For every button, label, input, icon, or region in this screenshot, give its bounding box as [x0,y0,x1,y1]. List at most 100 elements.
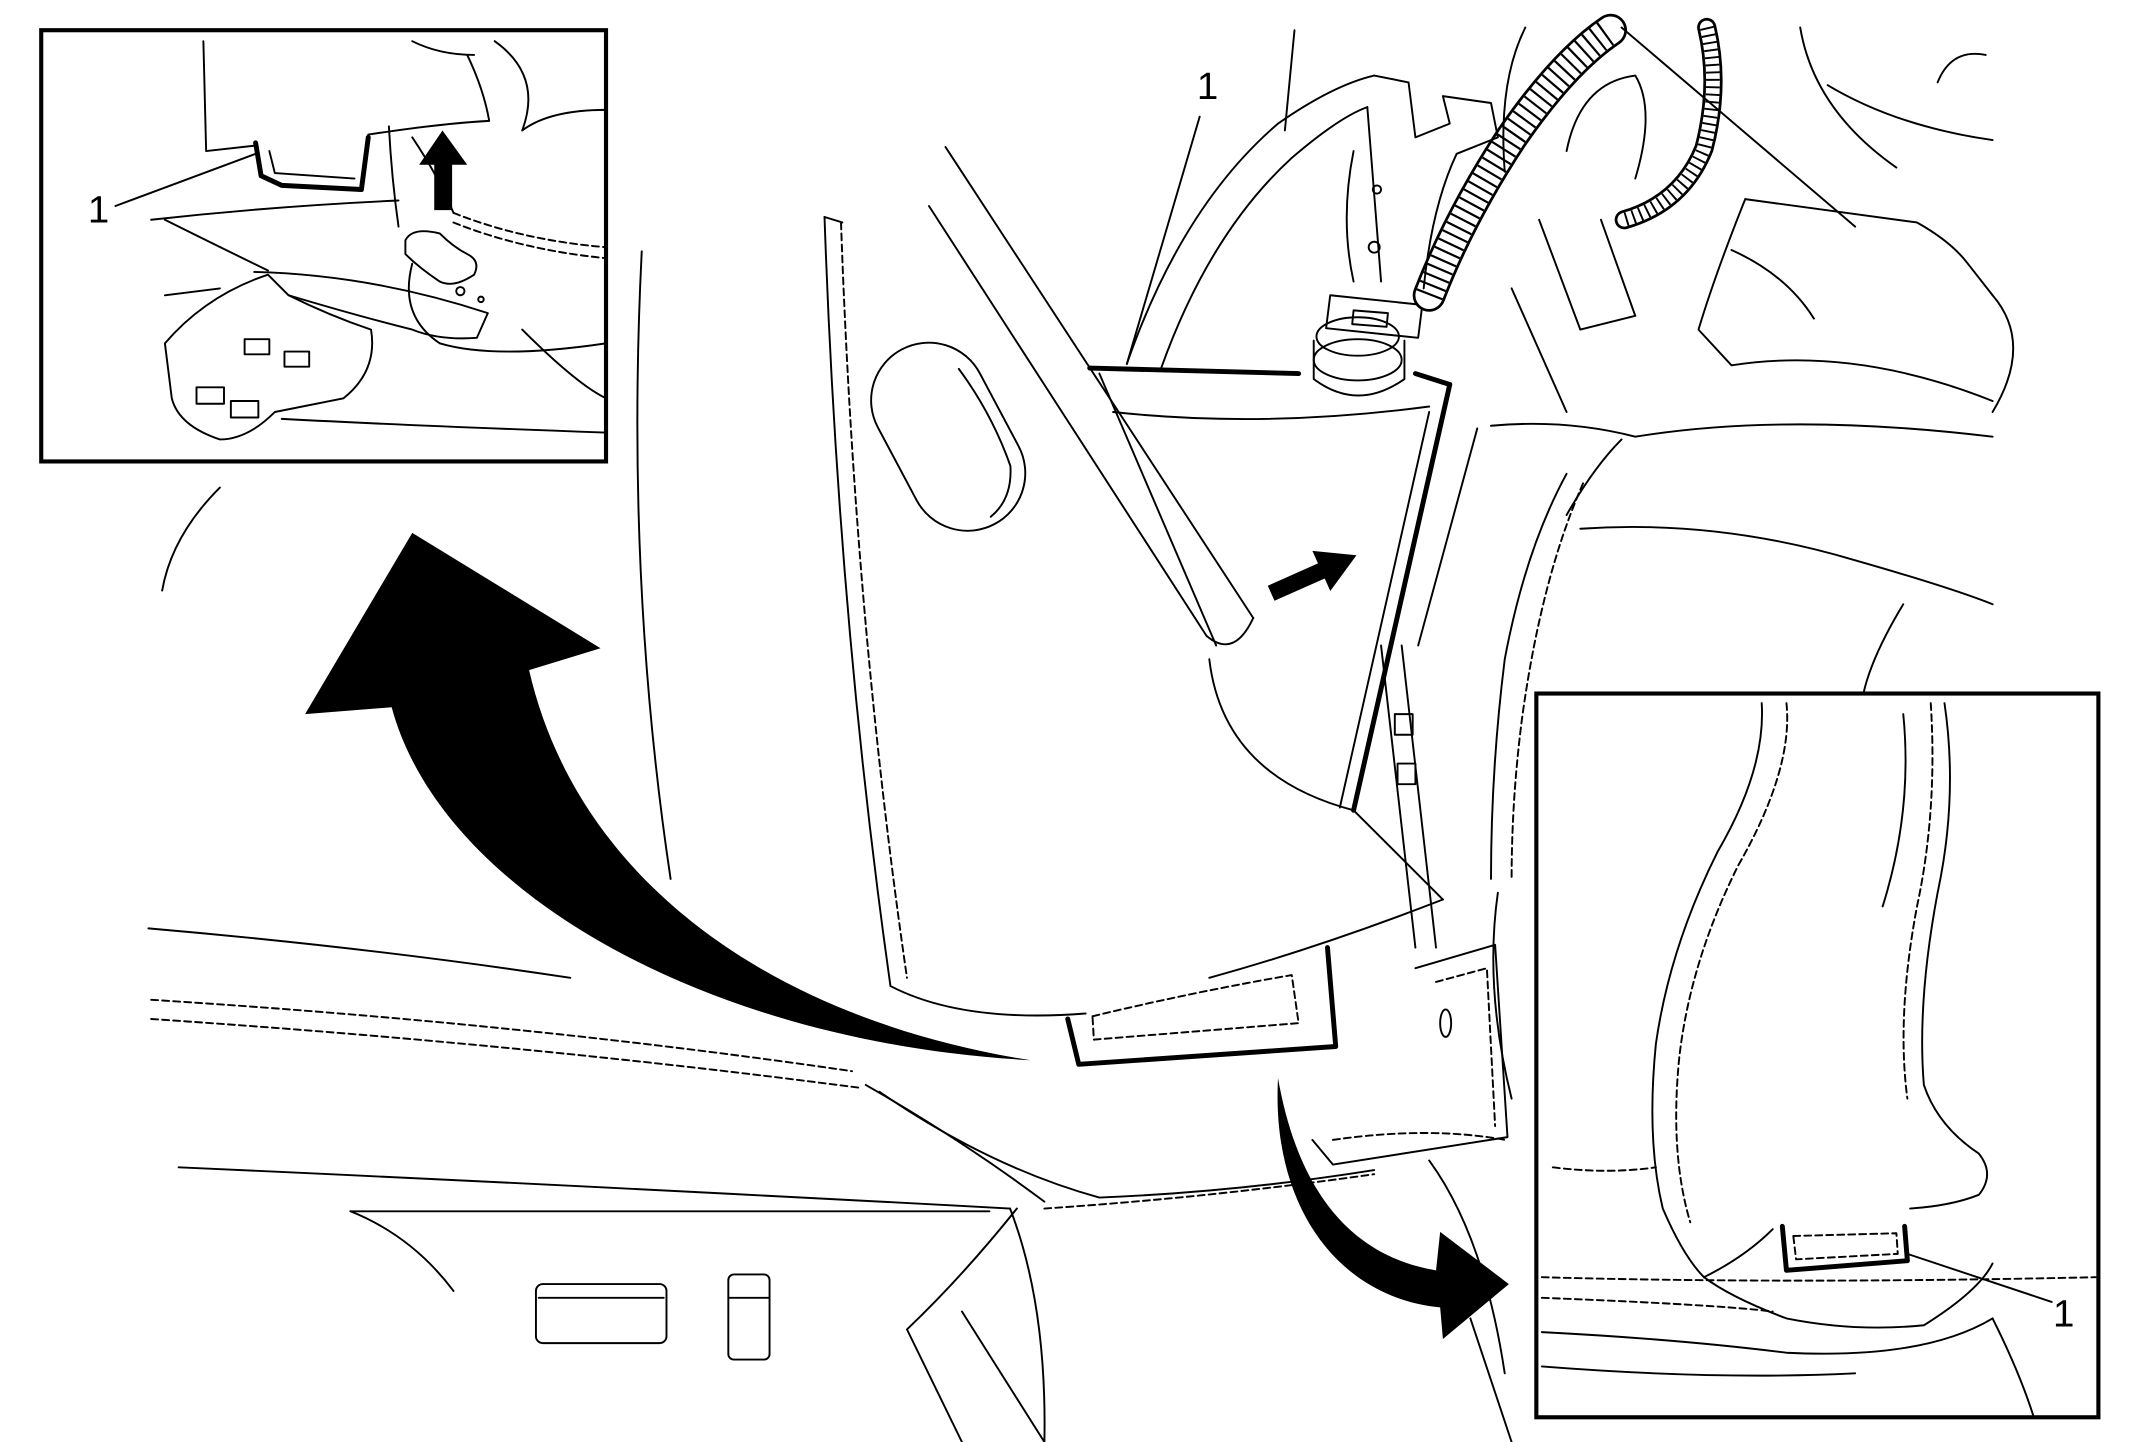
pillar-trim-crease [1112,405,1431,421]
rod-lower-line [927,205,1208,637]
seat-outer-contour [1862,603,1905,695]
trim-panel-edge [823,216,892,988]
floor-seam [1540,1296,1774,1313]
left-arc-line [161,486,221,592]
pillar-bracket-edge [1366,106,1383,283]
sill-bracket-seam [1435,967,1497,1128]
pillar-bracket [1373,74,1499,290]
floor-seam [1540,1276,2097,1282]
harness-edge-line [1502,26,1527,173]
floor-line [1540,1365,1857,1377]
curved-arrow-down [1277,1078,1509,1339]
headrest-shape [1744,198,1994,297]
trim-panel-seam [840,221,908,979]
bracket-hole [1367,240,1381,254]
seat-side-contour [1565,438,1623,516]
buckle-body [163,273,374,441]
belt-tab [253,270,489,340]
latch-pin [455,286,466,297]
door-strip-line [1380,644,1417,949]
corrugated-hose [1412,13,1628,312]
fitting-connector [1325,294,1424,339]
seat-track-latch [727,1273,771,1361]
trim-tab-seam [1792,1232,1899,1261]
headrest-shape [1697,198,1994,402]
inset-frame [39,28,609,464]
pillar-inner-line [1160,106,1369,370]
fitting-connector-tab [1351,309,1389,328]
sill-seam [1043,1173,1376,1210]
seat-back-front [1490,472,1568,880]
seat-seam [452,221,605,260]
sill-seam [150,1018,860,1089]
floor-line [1991,1317,2035,1416]
buckle-slot [283,350,311,368]
sill-edge [177,1166,1011,1210]
seat-contour [407,262,605,353]
seat-side-contour [1909,702,1989,1210]
oval-slot [870,341,1027,532]
detail-inset-bottom-right: 1 [1534,691,2101,1420]
seat-seam [452,211,605,249]
callout-leader-line [1125,115,1201,365]
harness-body [1617,20,1720,227]
belt-latch [404,230,478,285]
arrow-up [419,130,468,211]
body-line [1620,26,1857,228]
inset-drawing: 1 [88,40,605,441]
pillar-trim-inner-line [1338,411,1431,809]
floor-line [1540,1317,1994,1355]
callout-leader-line [114,152,257,207]
seat-bottom-contour [1703,1262,1994,1329]
floor-line [163,287,221,297]
inset-drawing: 1 [1540,702,2097,1416]
seat-base-curve [906,1207,1018,1442]
trim-panel-top-edge [823,216,844,224]
sill-bracket-slot [1439,1008,1453,1038]
hose-body [1415,16,1625,309]
body-line [1936,52,1987,84]
pillar-trim-lower-curve [1208,658,1444,901]
trim-tab-outline [1779,1223,1910,1273]
pillar-outer-line [1125,74,1376,365]
floor-line [1469,1317,1513,1442]
seat-back-top [1490,422,1994,438]
oval-slot-outer [870,341,1027,532]
detail-inset-top-left: 1 [39,28,609,464]
floor-line [163,218,269,272]
panel-to-sill-line [864,1083,1046,1203]
door-strip-line [1400,644,1437,949]
floor-line [147,927,572,979]
body-line [1826,84,1994,142]
main-view: 1 [147,13,2015,1442]
roof-edge-line [1283,29,1296,132]
buckle-slot [195,386,225,405]
sill-seam [1332,1132,1506,1141]
trim-tab-outline [253,134,371,192]
seat-front-contour [1651,702,1764,1279]
pillar-trim-top-outline [1087,365,1302,377]
body-line [1510,287,1568,413]
floor-line [1428,1159,1506,1375]
callout-leader-line [1906,1252,2053,1303]
sill-edge [349,1210,455,1292]
seat-bottom-contour [1703,1228,1774,1279]
trim-tab-inner [268,150,356,180]
floor-seam [1551,1166,1657,1172]
push-arrow [1267,550,1357,601]
clip-outline [1565,74,1647,180]
curved-arrow-left [305,532,1031,1061]
seat-side-contour [1492,891,1513,1100]
latch-pin [477,295,485,304]
seat-front-seam [1675,702,1789,1224]
buckle-slot [243,338,271,356]
lower-trim-seam [1091,974,1300,1041]
seat-base-curve [1009,1207,1046,1442]
door-edge-line [636,250,672,880]
buckle-slot [229,400,260,419]
upper-trim-edge [411,40,476,56]
bracket-box [1538,218,1637,331]
hose-fitting [1312,294,1424,397]
pillar-trim-side-outline [1351,371,1453,813]
